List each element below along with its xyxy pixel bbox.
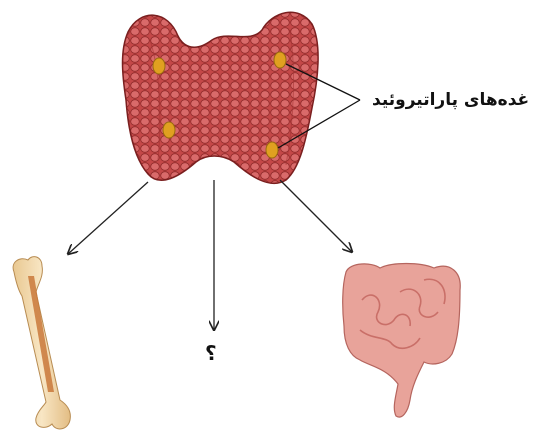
bone xyxy=(13,257,70,429)
parathyroid-gland-icon xyxy=(163,122,175,138)
arrows xyxy=(68,180,352,330)
parathyroid-gland-icon xyxy=(274,52,286,68)
parathyroid-gland-icon xyxy=(153,58,165,74)
arrow-to-intestine xyxy=(280,180,352,252)
thyroid-gland xyxy=(123,12,319,183)
parathyroid-glands-label: غده‌های پاراتیروئید xyxy=(372,90,529,110)
unknown-target-question-mark: ؟ xyxy=(205,341,217,365)
intestine xyxy=(343,264,461,418)
arrow-to-bone xyxy=(68,182,148,254)
thyroid-gland-icon xyxy=(123,12,319,183)
parathyroid-gland-icon xyxy=(266,142,278,158)
